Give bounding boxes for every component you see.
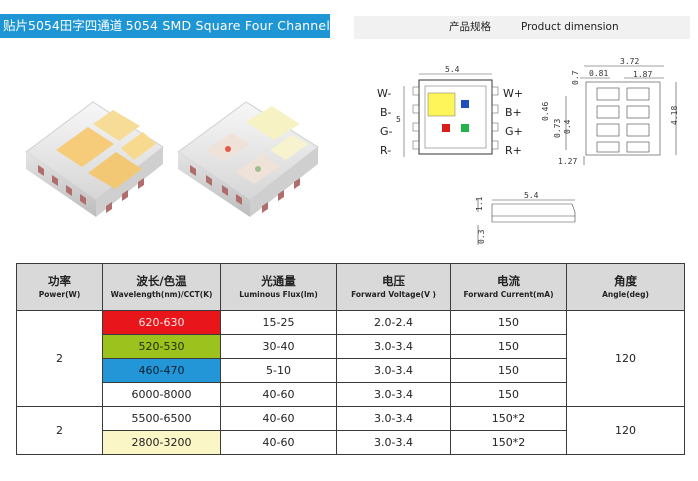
voltage-cell: 3.0-3.4 (336, 334, 451, 359)
dimension-drawings: 5.4 5 W- B- G- R- W+ B+ G+ R+ (377, 57, 679, 245)
pin-b-plus: B+ (505, 106, 522, 119)
voltage-cell: 3.0-3.4 (336, 430, 451, 455)
dim-right-height: 4.18 (670, 106, 679, 125)
voltage-cell: 3.0-3.4 (336, 382, 451, 407)
group1-power: 2 (16, 310, 103, 407)
wavelength-neutral: 5500-6500 (102, 406, 221, 431)
product-photos (25, 101, 319, 217)
dimension-header-en: Product dimension (521, 21, 619, 33)
pin-g-minus: G- (380, 125, 393, 138)
wavelength-white: 6000-8000 (102, 382, 221, 407)
dim-right-pad: 1.87 (633, 70, 652, 79)
flux-cell: 15-25 (220, 310, 337, 335)
current-cell: 150*2 (450, 406, 567, 431)
pin-g-plus: G+ (505, 125, 523, 138)
red-chip (442, 124, 450, 132)
flux-cell: 40-60 (220, 382, 337, 407)
group2-angle: 120 (566, 406, 685, 455)
group2-power: 2 (16, 406, 103, 455)
table-row: 460-470 5-10 3.0-3.4 150 (17, 358, 685, 383)
dim-right-total: 3.72 (620, 57, 639, 66)
dim-right-a: 0.46 (541, 102, 550, 121)
wavelength-red: 620-630 (102, 310, 221, 335)
pin-r-plus: R+ (505, 144, 522, 157)
title-en: 5054 SMD Square Four Channel (125, 18, 330, 33)
dim-right-bottom: 1.27 (558, 157, 577, 166)
pin-b-minus: B- (380, 106, 392, 119)
dim-right-top: 0.7 (571, 70, 580, 85)
green-chip (461, 124, 469, 132)
dim-right-c: 0.4 (563, 119, 572, 134)
wavelength-green: 520-530 (102, 334, 221, 359)
pad-view-drawing (565, 65, 677, 165)
current-cell: 150*2 (450, 430, 567, 455)
flux-cell: 30-40 (220, 334, 337, 359)
table-row: 2 5500-6500 40-60 3.0-3.4 150*2 120 (16, 406, 685, 455)
dimension-header-cn: 产品规格 (449, 21, 491, 33)
pin-w-minus: W- (377, 87, 391, 100)
current-cell: 150 (450, 358, 567, 383)
dim-top-height: 5 (396, 115, 401, 124)
dim-top-width: 5.4 (445, 65, 460, 74)
dim-side-base: 0.3 (477, 229, 486, 244)
top-view-drawing: 5.4 5 W- B- G- R- W+ B+ G+ R+ (377, 65, 523, 157)
table-row: 520-530 30-40 3.0-3.4 150 (17, 334, 685, 359)
dim-right-gap: 0.81 (589, 69, 608, 78)
pin-r-minus: R- (380, 144, 391, 157)
current-cell: 150 (450, 334, 567, 359)
wavelength-blue: 460-470 (102, 358, 221, 383)
flux-cell: 40-60 (220, 406, 337, 431)
current-cell: 150 (450, 382, 567, 407)
table-row: 2800-3200 40-60 3.0-3.4 150*2 (17, 430, 685, 455)
group1-angle: 120 (566, 310, 685, 407)
table-row: 2 620-630 15-25 2.0-2.4 150 120 (16, 310, 685, 407)
pad-view-dims: 3.72 1.87 0.81 0.7 4.18 0.46 0.73 0.4 1.… (541, 57, 679, 166)
wavelength-warm: 2800-3200 (102, 430, 221, 455)
dim-side-width: 5.4 (524, 191, 539, 200)
led-photo-rgbw (177, 101, 319, 217)
dim-right-b: 0.73 (553, 119, 562, 138)
voltage-cell: 3.0-3.4 (336, 358, 451, 383)
side-view-drawing (477, 198, 576, 245)
led-photo-warm (25, 101, 164, 217)
flux-cell: 40-60 (220, 430, 337, 455)
pin-w-plus: W+ (503, 87, 523, 100)
flux-cell: 5-10 (220, 358, 337, 383)
blue-chip (461, 100, 469, 108)
title-cn: 贴片5054田字四通道 (3, 18, 123, 33)
voltage-cell: 3.0-3.4 (336, 406, 451, 431)
voltage-cell: 2.0-2.4 (336, 310, 451, 335)
title-banner: 贴片5054田字四通道 5054 SMD Square Four Channel (0, 14, 330, 38)
dim-side-height: 1.1 (475, 196, 484, 211)
dimension-header: 产品规格 Product dimension (354, 16, 690, 39)
table-row: 6000-8000 40-60 3.0-3.4 150 (17, 382, 685, 407)
current-cell: 150 (450, 310, 567, 335)
